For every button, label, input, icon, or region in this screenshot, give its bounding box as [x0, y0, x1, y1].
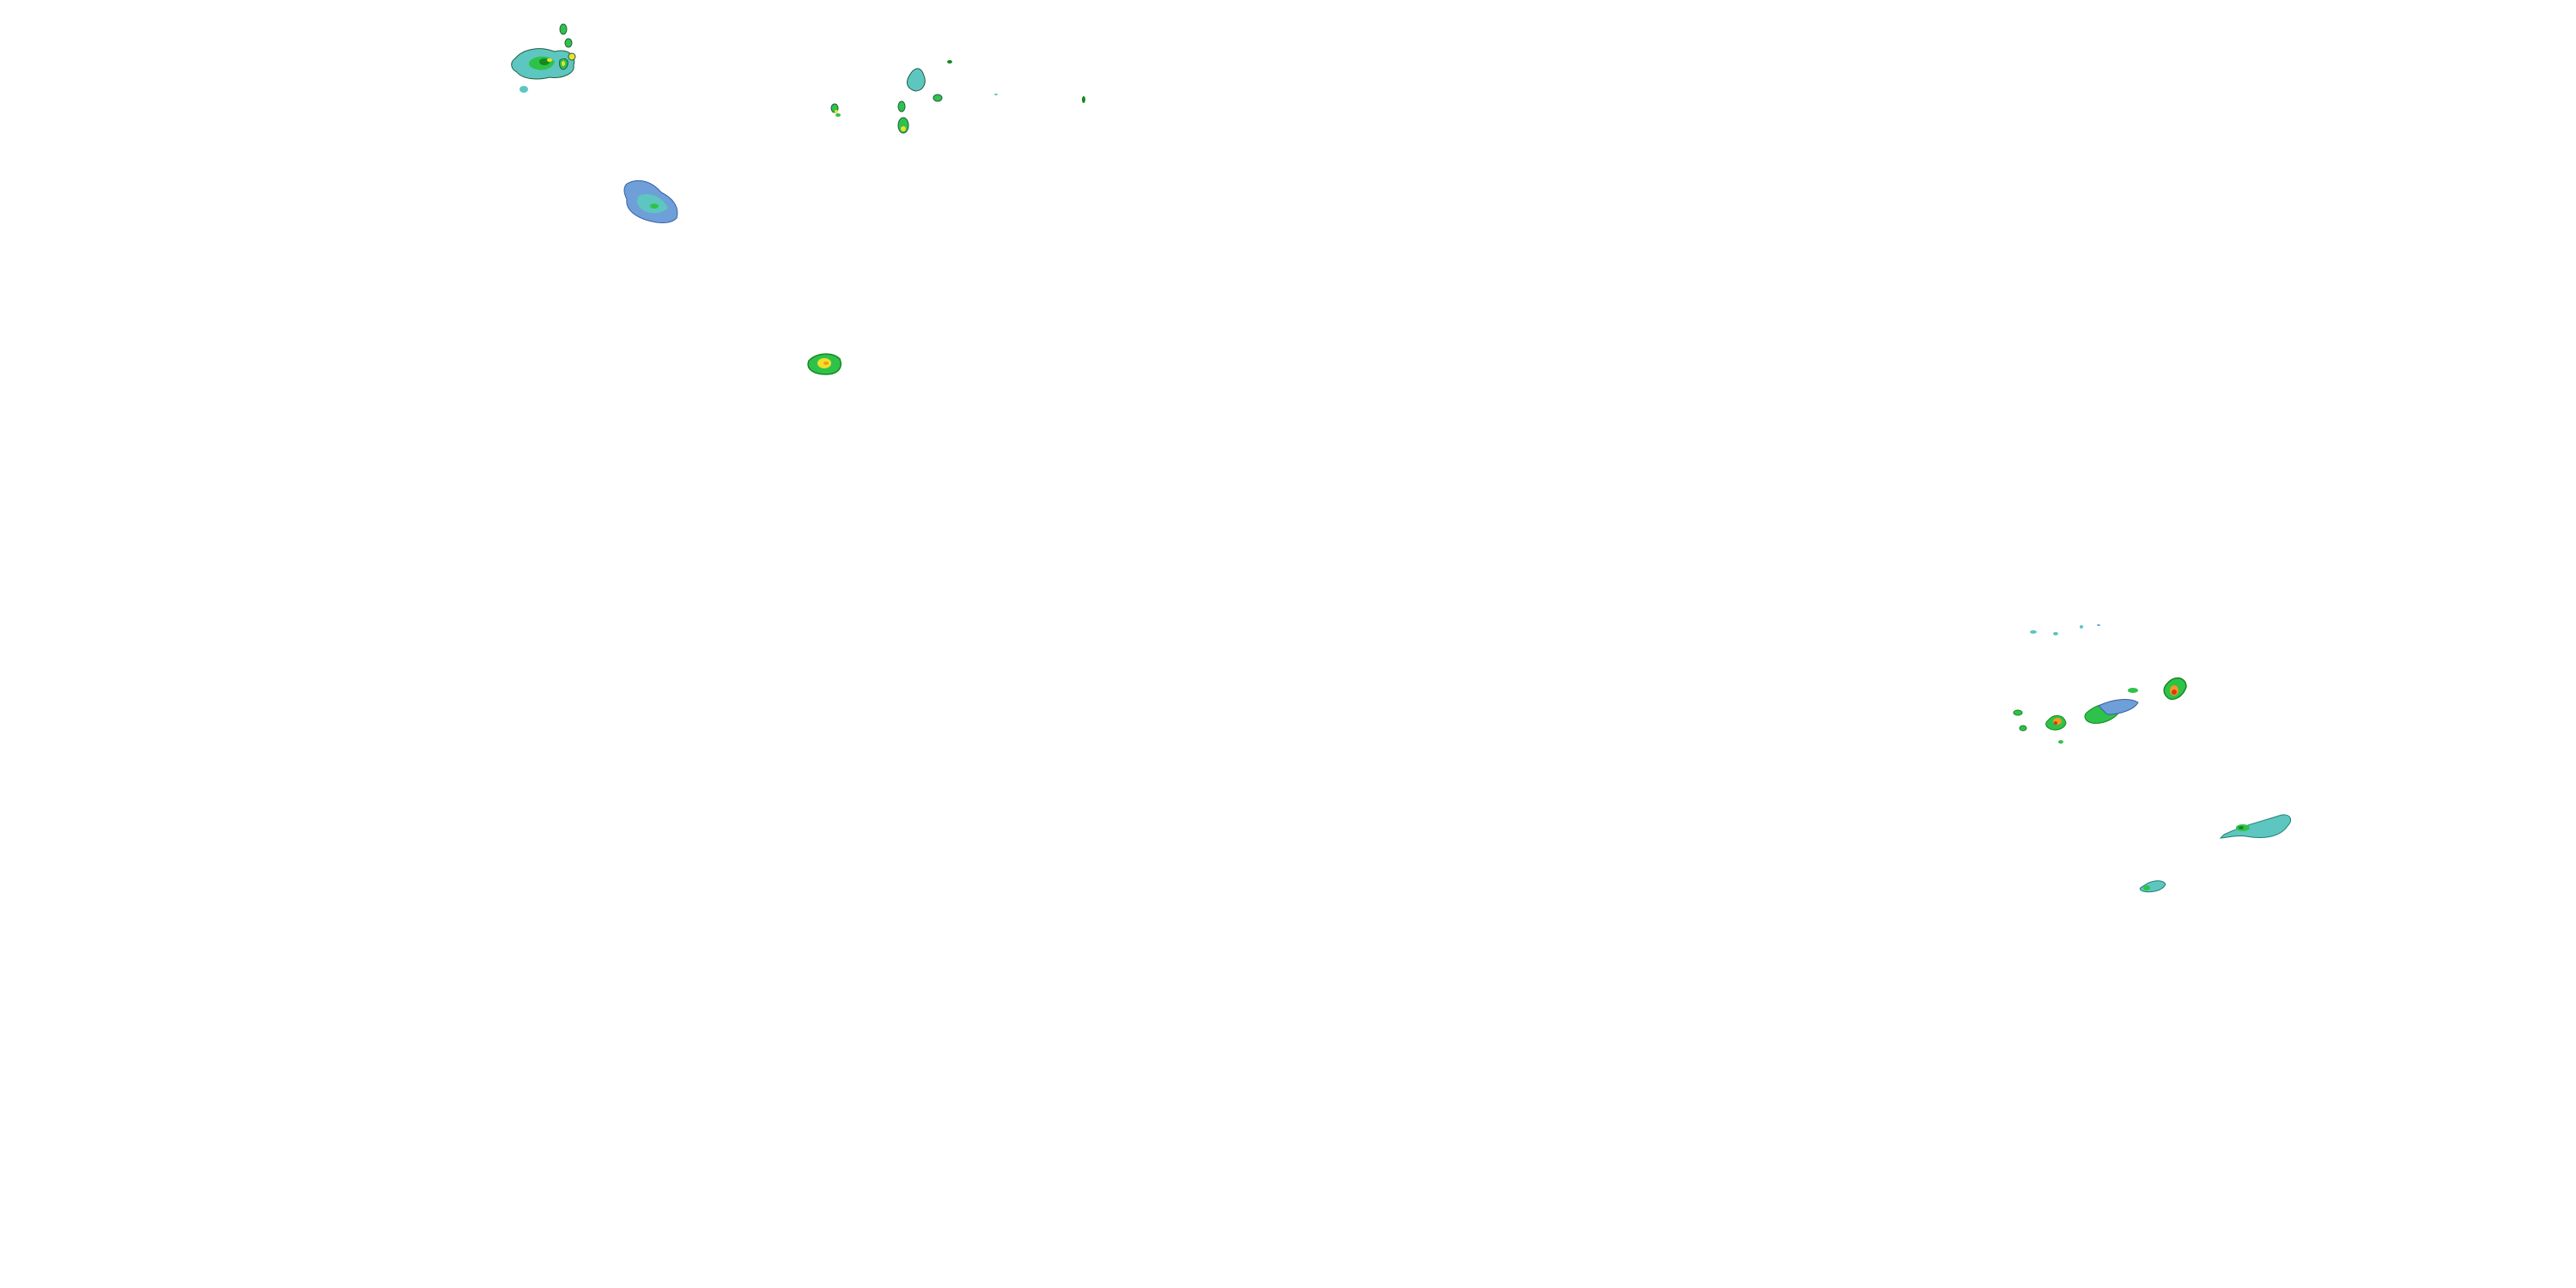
precip-cell-nw-large [511, 48, 575, 80]
precip-cell-center-west [807, 353, 841, 375]
precip-cell-nw-small-a [519, 23, 576, 93]
precip-cell-nw-blue [623, 179, 678, 223]
precip-cell-north-center [830, 60, 1085, 134]
precip-cell-se-line [2013, 624, 2139, 744]
precip-band-se-east [2219, 814, 2292, 839]
precip-cell-se-south [2139, 880, 2166, 893]
precip-cell-se-strong [2163, 677, 2187, 701]
